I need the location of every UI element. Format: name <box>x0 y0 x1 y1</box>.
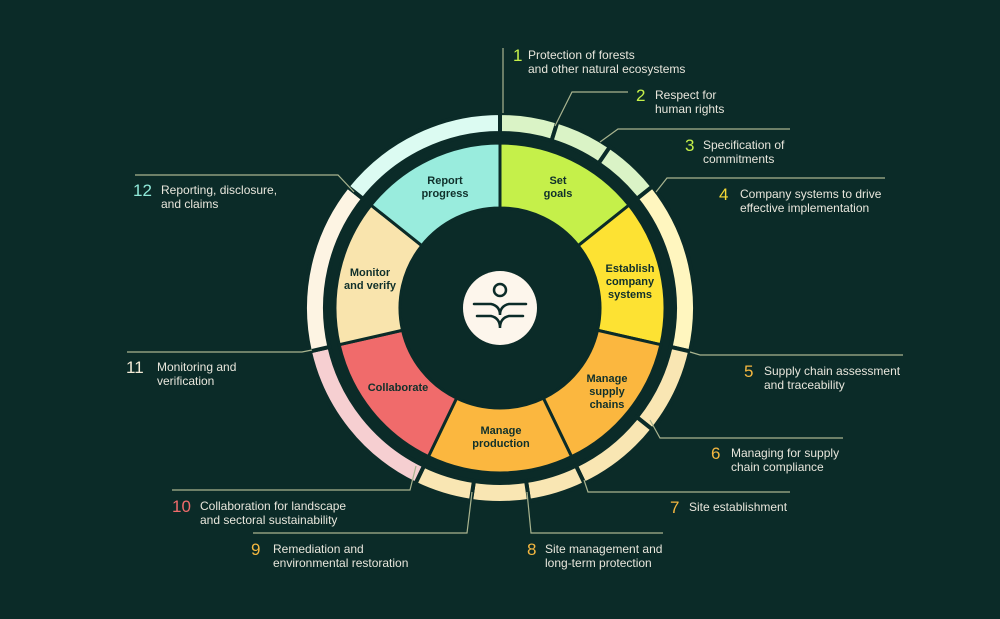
item-number-10: 10 <box>172 497 191 516</box>
item-label-7: Site establishment <box>689 500 787 514</box>
item-number-4: 4 <box>719 185 729 204</box>
item-label-line: Monitoring and <box>157 360 237 374</box>
item-label-line: and traceability <box>764 378 845 392</box>
outer-segment-12 <box>344 110 502 202</box>
item-label-12: Reporting, disclosure,and claims <box>161 183 277 211</box>
item-label-line: Supply chain assessment <box>764 364 901 378</box>
item-label-line: Company systems to drive <box>740 187 882 201</box>
outer-segment-8 <box>468 478 532 505</box>
leader-line-3 <box>599 128 790 143</box>
leader-lines <box>127 48 903 534</box>
item-number-12: 12 <box>133 181 152 200</box>
leader-line-9 <box>253 491 473 534</box>
item-label-line: Site management and <box>545 542 663 556</box>
outer-ring <box>303 110 697 505</box>
item-label-line: commitments <box>703 152 775 166</box>
item-number-6: 6 <box>711 444 721 463</box>
item-label-line: chain compliance <box>731 460 824 474</box>
inner-segment-label: Collaborate <box>368 382 429 394</box>
item-label-line: Site establishment <box>689 500 788 514</box>
item-label-line: human rights <box>655 102 725 116</box>
item-number-5: 5 <box>744 362 754 381</box>
leader-line-11 <box>127 349 313 353</box>
leader-line-12 <box>135 174 355 193</box>
item-label-line: and other natural ecosystems <box>528 62 686 76</box>
inner-segment-7 <box>368 141 502 248</box>
outer-segment-1 <box>498 110 560 144</box>
item-label-line: Collaboration for landscape <box>200 499 347 513</box>
leader-line-7 <box>583 479 790 493</box>
outer-segment-9 <box>412 463 477 504</box>
item-number-2: 2 <box>636 86 646 105</box>
item-number-3: 3 <box>685 136 695 155</box>
item-number-7: 7 <box>670 498 680 517</box>
item-label-line: and sectoral sustainability <box>200 513 338 527</box>
item-label-line: Specification of <box>703 138 785 152</box>
item-number-1: 1 <box>513 46 523 65</box>
item-label-line: environmental restoration <box>273 556 409 570</box>
leader-line-10 <box>172 465 417 491</box>
item-label-line: Respect for <box>655 88 717 102</box>
item-label-line: long-term protection <box>545 556 652 570</box>
leader-line-8 <box>526 491 663 534</box>
item-label-line: effective implementation <box>740 201 870 215</box>
leader-line-6 <box>649 419 843 439</box>
item-number-11: 11 <box>126 358 144 377</box>
leader-line-5 <box>689 351 903 356</box>
item-label-line: Reporting, disclosure, <box>161 183 278 197</box>
leader-line-4 <box>655 177 885 193</box>
item-label-line: and claims <box>161 197 219 211</box>
item-number-9: 9 <box>251 540 261 559</box>
item-label-line: Remediation and <box>273 542 364 556</box>
leader-line-2 <box>554 91 628 127</box>
outer-segment-7 <box>523 463 588 504</box>
item-label-line: Protection of forests <box>528 48 635 62</box>
item-label-line: verification <box>157 374 215 388</box>
item-number-8: 8 <box>527 540 537 559</box>
item-label-line: Managing for supply <box>731 446 840 460</box>
center-logo-icon <box>463 271 537 345</box>
